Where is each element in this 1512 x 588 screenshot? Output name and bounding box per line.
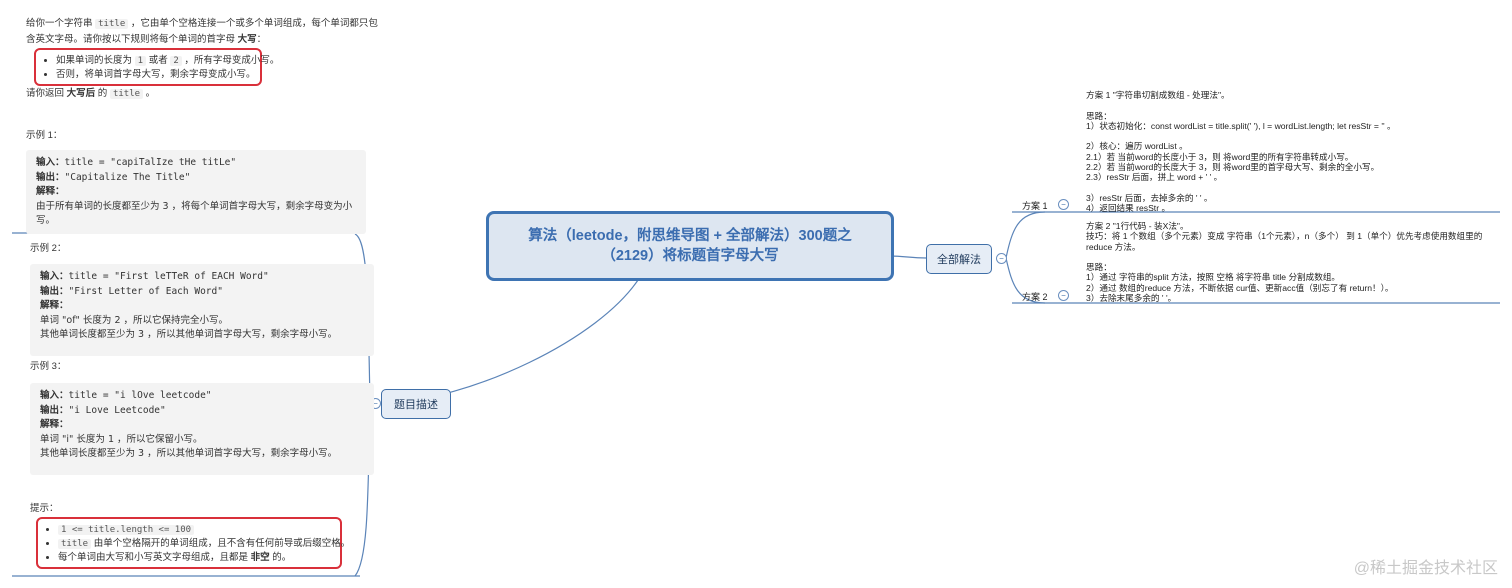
plan1-line: 2.2）若 当前word的长度大于 3，则 将word里的首字母大写、剩余的全小… [1086,162,1380,173]
connector-solutions-to-plan1 [1005,211,1046,259]
intro-text: ： [256,34,267,45]
example3-heading: 示例 3： [30,361,67,372]
plan1-line: 3）resStr 后面，去掉多余的 ' ' 。 [1086,192,1213,203]
hint-text: 每个单词由大写和小写英文字母组成，且都是 [58,552,251,563]
rule-item: 如果单词的长度为 1 或者 2 ，所有字母变成小写。 [56,54,279,68]
collapse-icon[interactable]: − [1058,290,1069,301]
central-title-line2: （2129）将标题首字母大写 [601,248,779,264]
example-input: title = "First leTTeR of EACH Word" [68,271,269,282]
explain-text: 单词 "i" 长度为 1 ，所以它保留小写。 [40,433,203,445]
central-title-line1: 算法（leetode，附思维导图 + 全部解法）300题之 [528,228,852,244]
input-label: 输入： [36,157,65,168]
plan2-label[interactable]: 方案 2 [1022,292,1048,302]
rule-text: 否则，将单词首字母大写，剩余字母变成小写。 [56,69,256,80]
intro-code: title [95,19,129,29]
hint-item: title 由单个空格隔开的单词组成，且不含有任何前导或后缀空格。 [58,537,350,551]
collapse-icon[interactable]: − [996,253,1007,264]
example-input: title = "capiTalIze tHe titLe" [64,157,237,168]
example-input: title = "i lOve leetcode" [68,390,212,401]
explain-text: 其他单词长度都至少为 3 ，所以其他单词首字母大写，剩余字母小写。 [40,448,338,459]
plan1-line: 4）返回结果 resStr 。 [1086,203,1171,214]
plan1-line: 2）核心：遍历 wordList 。 [1086,141,1188,152]
plan2-line: 思路： [1086,262,1112,273]
plan1-line: 思路： [1086,110,1112,121]
plan1-line [1086,183,1396,193]
plan1-line: 方案 1 "字符串切割成数组 - 处理法"。 [1086,90,1230,100]
example3-block: 输入：title = "i lOve leetcode" 输出："i Love … [30,383,374,475]
plan2-line: 技巧：将 1 个数组（多个元素）变成 字符串（1个元素），n（多个） 到 1（单… [1086,231,1483,242]
plan1-notes: 方案 1 "字符串切割成数组 - 处理法"。 思路： 1）状态初始化：const… [1086,90,1396,214]
plan1-line: 2.3）resStr 后面，拼上 word + ' ' 。 [1086,172,1223,183]
explain-text: 单词 "of" 长度为 2 ，所以它保持完全小写。 [40,314,229,326]
plan2-notes: 方案 2 "1行代码 - 装X法"。 技巧：将 1 个数组（多个元素）变成 字符… [1086,221,1482,303]
hints-box: 1 <= title.length <= 100 title 由单个空格隔开的单… [36,517,350,569]
return-code: title [109,89,144,99]
intro-text: ，它由单个空格连接一个或多个单词组成，每个单词都只包 [128,18,378,29]
problem-intro-line2: 含英文字母。请你按以下规则将每个单词的首字母 大写： [26,33,266,47]
problem-description-label: 题目描述 [394,399,438,411]
example1-heading: 示例 1： [26,130,63,141]
explain-label: 解释： [36,186,65,197]
return-statement: 请你返回 大写后 的 title 。 [26,87,155,101]
intro-text: 含英文字母。请你按以下规则将每个单词的首字母 [26,34,238,45]
example2-block: 输入：title = "First leTTeR of EACH Word" 输… [30,264,374,356]
explain-text: 其他单词长度都至少为 3 ，所以其他单词首字母大写，剩余字母小写。 [40,329,338,340]
rule-text: ，所有字母变成小写。 [181,55,280,66]
rule-item: 否则，将单词首字母大写，剩余字母变成小写。 [56,68,256,82]
intro-bold: 大写 [237,34,257,45]
watermark: @稀土掘金技术社区 [1353,560,1498,577]
plan1-line [1086,131,1396,141]
problem-description-node[interactable]: 题目描述 [381,389,451,419]
plan2-line: reduce 方法。 [1086,241,1141,252]
plan2-line: 2）通过 数组的reduce 方法，不断依据 cur值、更新acc值（别忘了有 … [1086,282,1394,293]
rule-text: 或者 [146,55,171,66]
plan2-line: 方案 2 "1行代码 - 装X法"。 [1086,221,1189,231]
problem-intro-line1: 给你一个字符串 title ，它由单个空格连接一个或多个单词组成，每个单词都只包 [26,17,378,31]
hint-code: 1 <= title.length <= 100 [58,525,195,535]
plan1-line: 1）状态初始化：const wordList = title.split(' '… [1086,120,1396,131]
plan2-line: 3）去除末尾多余的 ' '。 [1086,293,1177,304]
return-bold: 大写后 [66,88,96,99]
all-solutions-label: 全部解法 [937,254,981,266]
connector-central-to-description [381,276,641,405]
explain-text: 由于所有单词的长度都至少为 3 ，将每个单词首字母大写，剩余字母变为小 [36,200,353,212]
example-output: "Capitalize The Title" [64,171,191,183]
output-label: 输出： [40,285,69,297]
all-solutions-node[interactable]: 全部解法 [926,244,992,274]
collapse-icon[interactable]: − [1058,199,1069,210]
output-label: 输出： [36,171,65,183]
hints-heading: 提示： [30,503,59,514]
rule-code: 2 [170,56,182,66]
example1-block: 输入：title = "capiTalIze tHe titLe" 输出："Ca… [26,150,366,234]
explain-text: 写。 [36,215,56,226]
plan1-line [1086,100,1396,110]
rule-text: 如果单词的长度为 [56,55,135,66]
explain-label: 解释： [40,419,69,430]
hint-text: 由单个空格隔开的单词组成，且不含有任何前导或后缀空格。 [91,538,351,549]
rules-box: 如果单词的长度为 1 或者 2 ，所有字母变成小写。 否则，将单词首字母大写，剩… [34,48,279,86]
central-topic[interactable]: 算法（leetode，附思维导图 + 全部解法）300题之 （2129）将标题首… [486,211,894,281]
explain-label: 解释： [40,300,69,311]
hint-text: 的。 [269,552,292,563]
input-label: 输入： [40,390,69,401]
hint-item: 每个单词由大写和小写英文字母组成，且都是 非空 的。 [58,551,334,565]
return-text: 的 [95,88,110,99]
plan1-line: 2.1）若 当前word的长度小于 3，则 将word里的所有字符串转成小写。 [1086,151,1354,162]
output-label: 输出： [40,404,69,416]
hint-code: title [58,539,92,549]
example-output: "First Letter of Each Word" [68,285,223,297]
plan2-line: 1）通过 字符串的split 方法，按照 空格 将字符串 title 分割成数组… [1086,272,1341,283]
return-text: 。 [143,88,156,99]
plan1-label[interactable]: 方案 1 [1022,201,1048,211]
input-label: 输入： [40,271,69,282]
rule-code: 1 [134,56,147,66]
example2-heading: 示例 2： [30,243,67,254]
plan2-line [1086,252,1482,262]
intro-text: 给你一个字符串 [26,18,96,29]
example-output: "i Love Leetcode" [68,404,166,416]
return-text: 请你返回 [26,88,67,99]
hint-item: 1 <= title.length <= 100 [58,523,334,537]
hint-bold: 非空 [250,552,270,563]
